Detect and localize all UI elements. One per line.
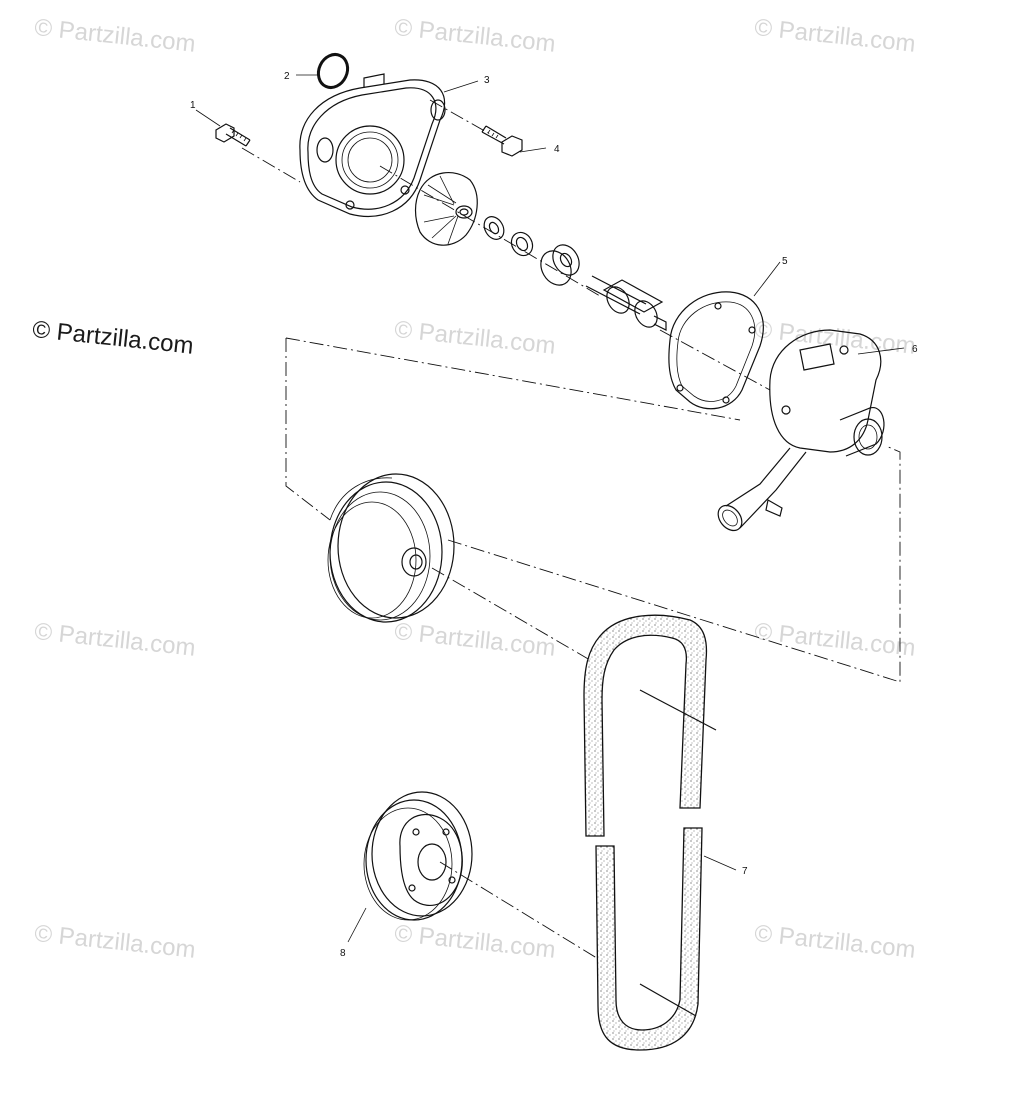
part-3-housing	[299, 73, 446, 218]
part-2-o-ring	[316, 52, 350, 90]
seal-washers	[483, 216, 534, 257]
part-8-lower-pulley	[363, 791, 473, 921]
leader-lines	[195, 74, 905, 943]
callout-7: 7	[742, 866, 748, 877]
callout-1: 1	[190, 100, 196, 111]
pump-shaft	[585, 275, 667, 331]
part-5-gasket	[668, 291, 764, 410]
assembly-frame	[285, 337, 901, 961]
impeller	[414, 172, 478, 246]
callout-6: 6	[912, 344, 918, 355]
callout-4: 4	[554, 144, 560, 155]
callout-8: 8	[340, 948, 346, 959]
callout-5: 5	[782, 256, 788, 267]
upper-pulley	[327, 473, 455, 623]
part-4-bolt	[481, 125, 523, 157]
part-6-pump-cover	[717, 329, 885, 532]
bearing	[540, 244, 580, 286]
pump-axis-line	[241, 99, 771, 391]
callouts: 1 2 3 4 5 6 7 8	[190, 71, 918, 959]
callout-2: 2	[284, 71, 290, 82]
part-1-bolt	[215, 123, 251, 147]
part-7-belt	[583, 614, 717, 1051]
callout-3: 3	[484, 75, 490, 86]
